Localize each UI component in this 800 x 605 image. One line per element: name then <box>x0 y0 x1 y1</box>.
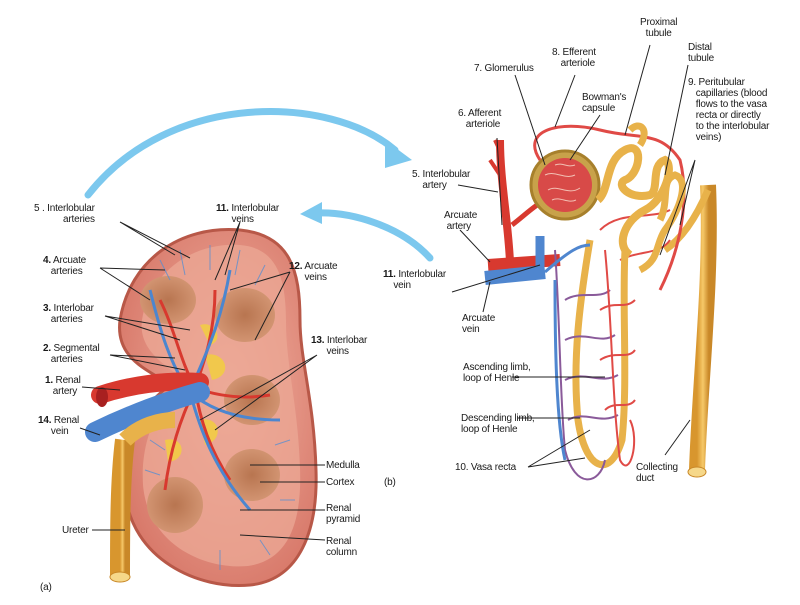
renal-artery-opening <box>96 387 108 407</box>
panel-a-tag: (a) <box>40 582 52 593</box>
label-efferent-arteriole: 8. Efferent arteriole <box>552 47 596 69</box>
label-ascending-limb: Ascending limb,loop of Henle <box>463 362 531 384</box>
label-vasa-recta: 10. Vasa recta <box>455 462 516 473</box>
label-medulla: Medulla <box>326 460 360 471</box>
renal-pyramid <box>147 477 203 533</box>
label-afferent-arteriole: 6. Afferent arteriole <box>458 108 502 130</box>
loop-of-henle-shape <box>572 239 629 468</box>
renal-vein-shape <box>85 382 210 442</box>
interlobular-artery-shape <box>496 139 514 263</box>
ureter-shape <box>110 438 135 576</box>
renal-artery-shape <box>91 372 209 404</box>
label-ureter: Ureter <box>62 525 89 536</box>
label-arcuate-veins: 12. Arcuate veins <box>289 261 338 283</box>
leader-lines <box>79 44 696 541</box>
glomerulus-shape <box>538 158 592 212</box>
label-arcuate-arteries: 4. Arcuate arteries <box>43 255 87 277</box>
renal-pyramid <box>224 449 280 501</box>
label-cortex: Cortex <box>326 477 355 488</box>
label-renal-artery: 1. Renal artery <box>45 375 81 397</box>
collecting-duct-shape <box>689 184 717 471</box>
proximal-tubule-shape <box>594 144 673 259</box>
renal-pyramid <box>215 288 275 342</box>
label-interlobar-veins: 13. Interlobar veins <box>311 335 368 357</box>
vasa-recta-shape <box>554 249 619 481</box>
flow-arrow-to-nephron <box>84 108 412 199</box>
renal-pyramid <box>140 276 196 324</box>
label-interlobular-artery: 5. Interlobular artery <box>412 169 471 191</box>
label-descending-limb: Descending limb,loop of Henle <box>461 413 535 435</box>
label-interlobular-vein: 11. Interlobular vein <box>383 269 446 291</box>
label-peritubular-capillaries: 9. Peritubular capillaries (blood flows … <box>688 77 770 143</box>
label-renal-vein: 14. Renal vein <box>38 415 80 437</box>
nephron-illustration <box>484 122 717 481</box>
label-segmental-arteries: 2. Segmental arteries <box>43 343 100 365</box>
label-interlobular-veins: 11. Interlobular veins <box>216 203 279 225</box>
ureter-opening <box>109 571 131 583</box>
label-interlobar-arteries: 3. Interlobar arteries <box>43 303 94 325</box>
flow-arrow-from-nephron <box>300 202 434 262</box>
panel-b-tag: (b) <box>384 477 396 488</box>
arcuate-vein-shape <box>484 265 546 285</box>
label-arcuate-artery: Arcuate artery <box>444 210 478 232</box>
arcuate-artery-shape <box>487 254 561 271</box>
label-glomerulus: 7. Glomerulus <box>474 63 534 74</box>
